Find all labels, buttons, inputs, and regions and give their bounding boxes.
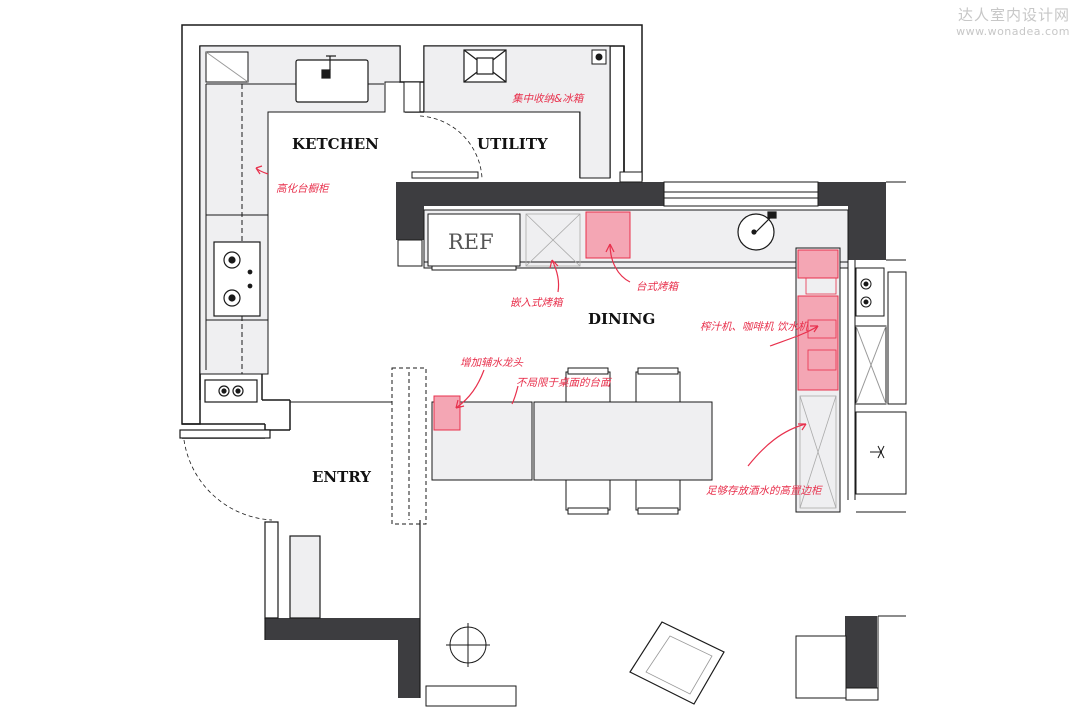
utility-counter (423, 45, 611, 179)
room-label-kitchen: KETCHEN (292, 135, 379, 153)
bar-sink (737, 211, 777, 251)
coffee-station-highlight (797, 249, 839, 391)
entry-bottom-wall (265, 618, 420, 698)
utility-door (411, 171, 479, 179)
fridge-label: REF (448, 230, 494, 254)
kitchen-outlet (204, 379, 258, 403)
dining-top-wall (396, 182, 664, 240)
note-table-extension: 不局限于桌面的台面 (516, 377, 612, 389)
room-label-utility: UTILITY (477, 135, 548, 153)
room-label-dining: DINING (588, 310, 655, 328)
armchair-cushion (629, 621, 725, 705)
bottom-right-wall (845, 616, 877, 688)
note-built-in-oven: 嵌入式烤箱 (510, 297, 564, 309)
island-sink-highlight (433, 395, 461, 431)
annotation-arrows (255, 165, 819, 467)
kitchen-sink (295, 55, 369, 103)
utility-door-swing (419, 115, 483, 179)
cooktop (213, 241, 261, 317)
armchair-cushion-inner (645, 635, 713, 695)
entry-door-swing (183, 439, 273, 521)
note-countertop-oven: 台式烤箱 (636, 281, 679, 293)
watermark-url: www.wonadea.com (956, 25, 1070, 38)
note-wine-cabinet: 足够存放酒水的高置边柜 (706, 485, 823, 497)
washing-machine (463, 49, 507, 83)
utility-door-stop (619, 171, 643, 183)
dining-chairs (565, 367, 681, 515)
coffee-station-detail (805, 277, 837, 371)
note-cabinet-wall: 高化台橱柜 (276, 183, 330, 195)
dining-corner-wall (818, 182, 886, 260)
dining-table (533, 401, 713, 481)
dining-window (663, 181, 819, 207)
note-table-sink: 增加辅水龙头 (460, 357, 523, 369)
kitchen-door-frame (403, 81, 421, 113)
note-coffee-machine: 榨汁机、咖啡机 饮水机 (700, 321, 809, 333)
corner-cabinet (205, 51, 249, 83)
watermark-site-name: 达人室内设计网 (957, 6, 1070, 24)
fridge (427, 213, 521, 271)
watermark: 达人室内设计网 www.wonadea.com (956, 4, 1070, 38)
right-wall-fixtures (847, 181, 907, 513)
built-in-oven-unit (525, 213, 581, 267)
room-label-entry: ENTRY (312, 468, 371, 486)
dining-wall-panel (397, 239, 423, 267)
solid-walls (265, 182, 886, 698)
lower-area (425, 615, 906, 707)
countertop-oven-highlight (585, 211, 631, 259)
floor-drain (591, 49, 607, 65)
entry-divider-column (391, 367, 427, 525)
note-laundry-storage: 集中收纳&冰箱 (512, 93, 585, 105)
entry-structure (179, 429, 421, 698)
wine-cabinet-hatch (799, 395, 837, 509)
